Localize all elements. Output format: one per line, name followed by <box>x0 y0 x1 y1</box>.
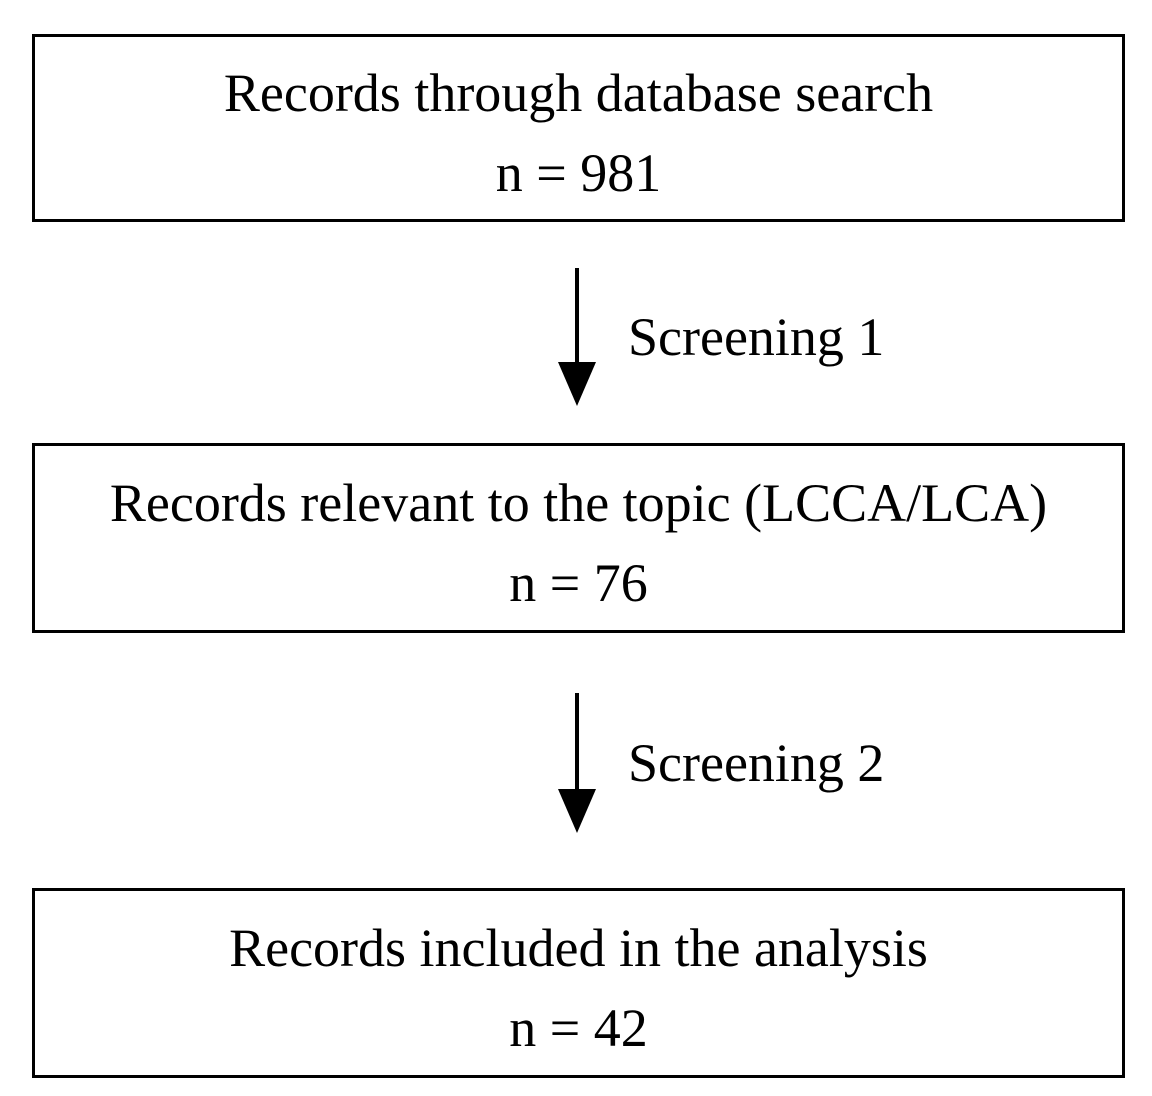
down-arrowhead-icon <box>558 789 596 833</box>
arrow-label-screening-1: Screening 1 <box>628 307 885 367</box>
box-title: Records included in the analysis <box>229 918 928 978</box>
flow-box-database-search: Records through database search n = 981 <box>32 34 1125 222</box>
down-arrow-icon <box>575 268 579 368</box>
down-arrowhead-icon <box>558 362 596 406</box>
flow-box-included-records: Records included in the analysis n = 42 <box>32 888 1125 1078</box>
box-count: n = 42 <box>509 998 648 1058</box>
down-arrow-icon <box>575 693 579 791</box>
flow-box-relevant-records: Records relevant to the topic (LCCA/LCA)… <box>32 443 1125 633</box>
arrow-label-screening-2: Screening 2 <box>628 733 885 793</box>
box-title: Records relevant to the topic (LCCA/LCA) <box>109 473 1048 533</box>
box-count: n = 981 <box>495 143 662 203</box>
box-title: Records through database search <box>223 63 934 123</box>
box-count: n = 76 <box>509 553 648 613</box>
